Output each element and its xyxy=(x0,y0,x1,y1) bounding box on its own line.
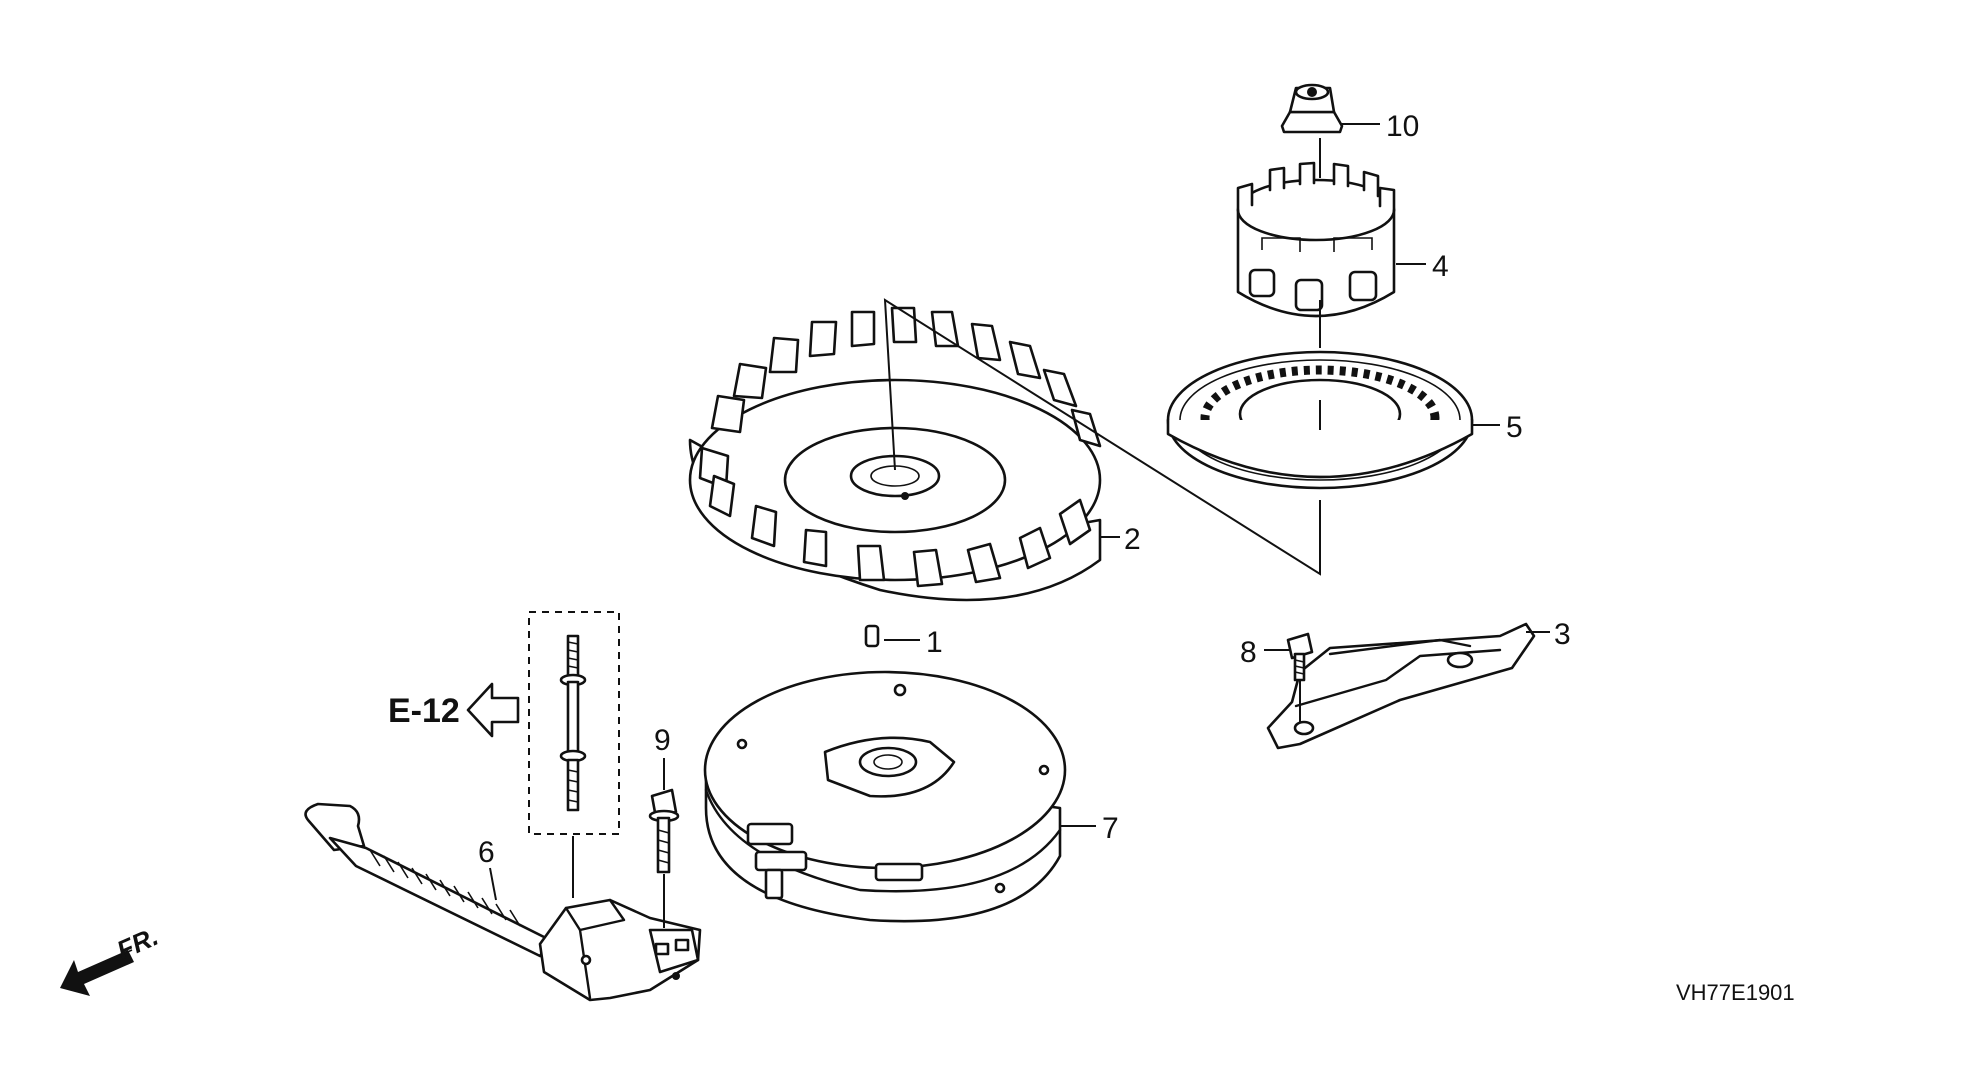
front-direction-arrow-icon xyxy=(60,949,134,996)
callout-9: 9 xyxy=(654,724,671,757)
part-9-bolt xyxy=(648,788,680,874)
part-4-starter-pulley xyxy=(1236,161,1396,318)
part-1-flywheel-key xyxy=(864,624,880,648)
callout-3: 3 xyxy=(1554,618,1571,651)
part-3-guide-plate xyxy=(1266,622,1536,750)
leader-lines xyxy=(489,123,1550,928)
diagram-code: VH77E1901 xyxy=(1676,980,1795,1005)
part-8-bolt xyxy=(1286,632,1314,682)
callout-7: 7 xyxy=(1102,812,1119,845)
callout-5: 5 xyxy=(1506,411,1523,444)
callout-10: 10 xyxy=(1386,110,1419,143)
callout-4: 4 xyxy=(1432,250,1449,283)
callout-1: 1 xyxy=(926,626,943,659)
callout-2: 2 xyxy=(1124,523,1141,556)
callout-6: 6 xyxy=(478,836,495,869)
part-7-flywheel xyxy=(703,670,1067,923)
reference-arrow-icon xyxy=(466,682,520,738)
callout-8: 8 xyxy=(1240,636,1257,669)
stud-reference-group xyxy=(528,611,620,835)
part-6-ignition-coil xyxy=(304,802,702,1002)
reference-label: E-12 xyxy=(388,692,460,730)
part-10-flange-nut xyxy=(1280,83,1344,134)
